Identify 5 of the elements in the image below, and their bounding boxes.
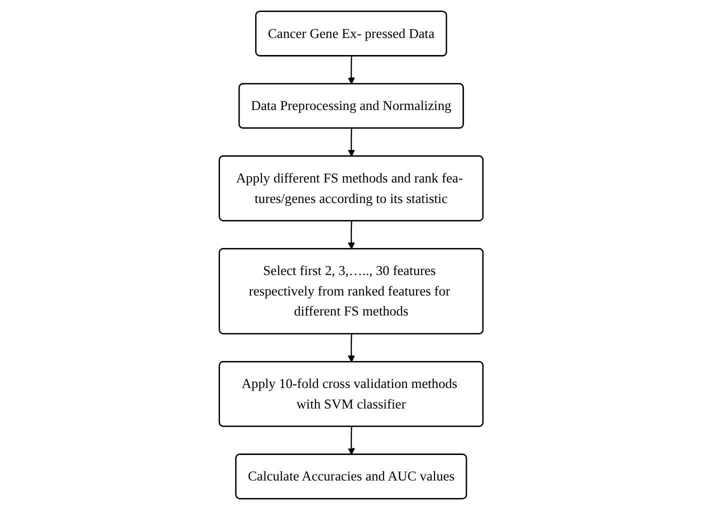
arrow — [348, 56, 356, 84]
arrow — [348, 221, 356, 250]
arrow — [348, 128, 356, 157]
arrow — [348, 426, 356, 455]
arrow — [348, 334, 356, 362]
